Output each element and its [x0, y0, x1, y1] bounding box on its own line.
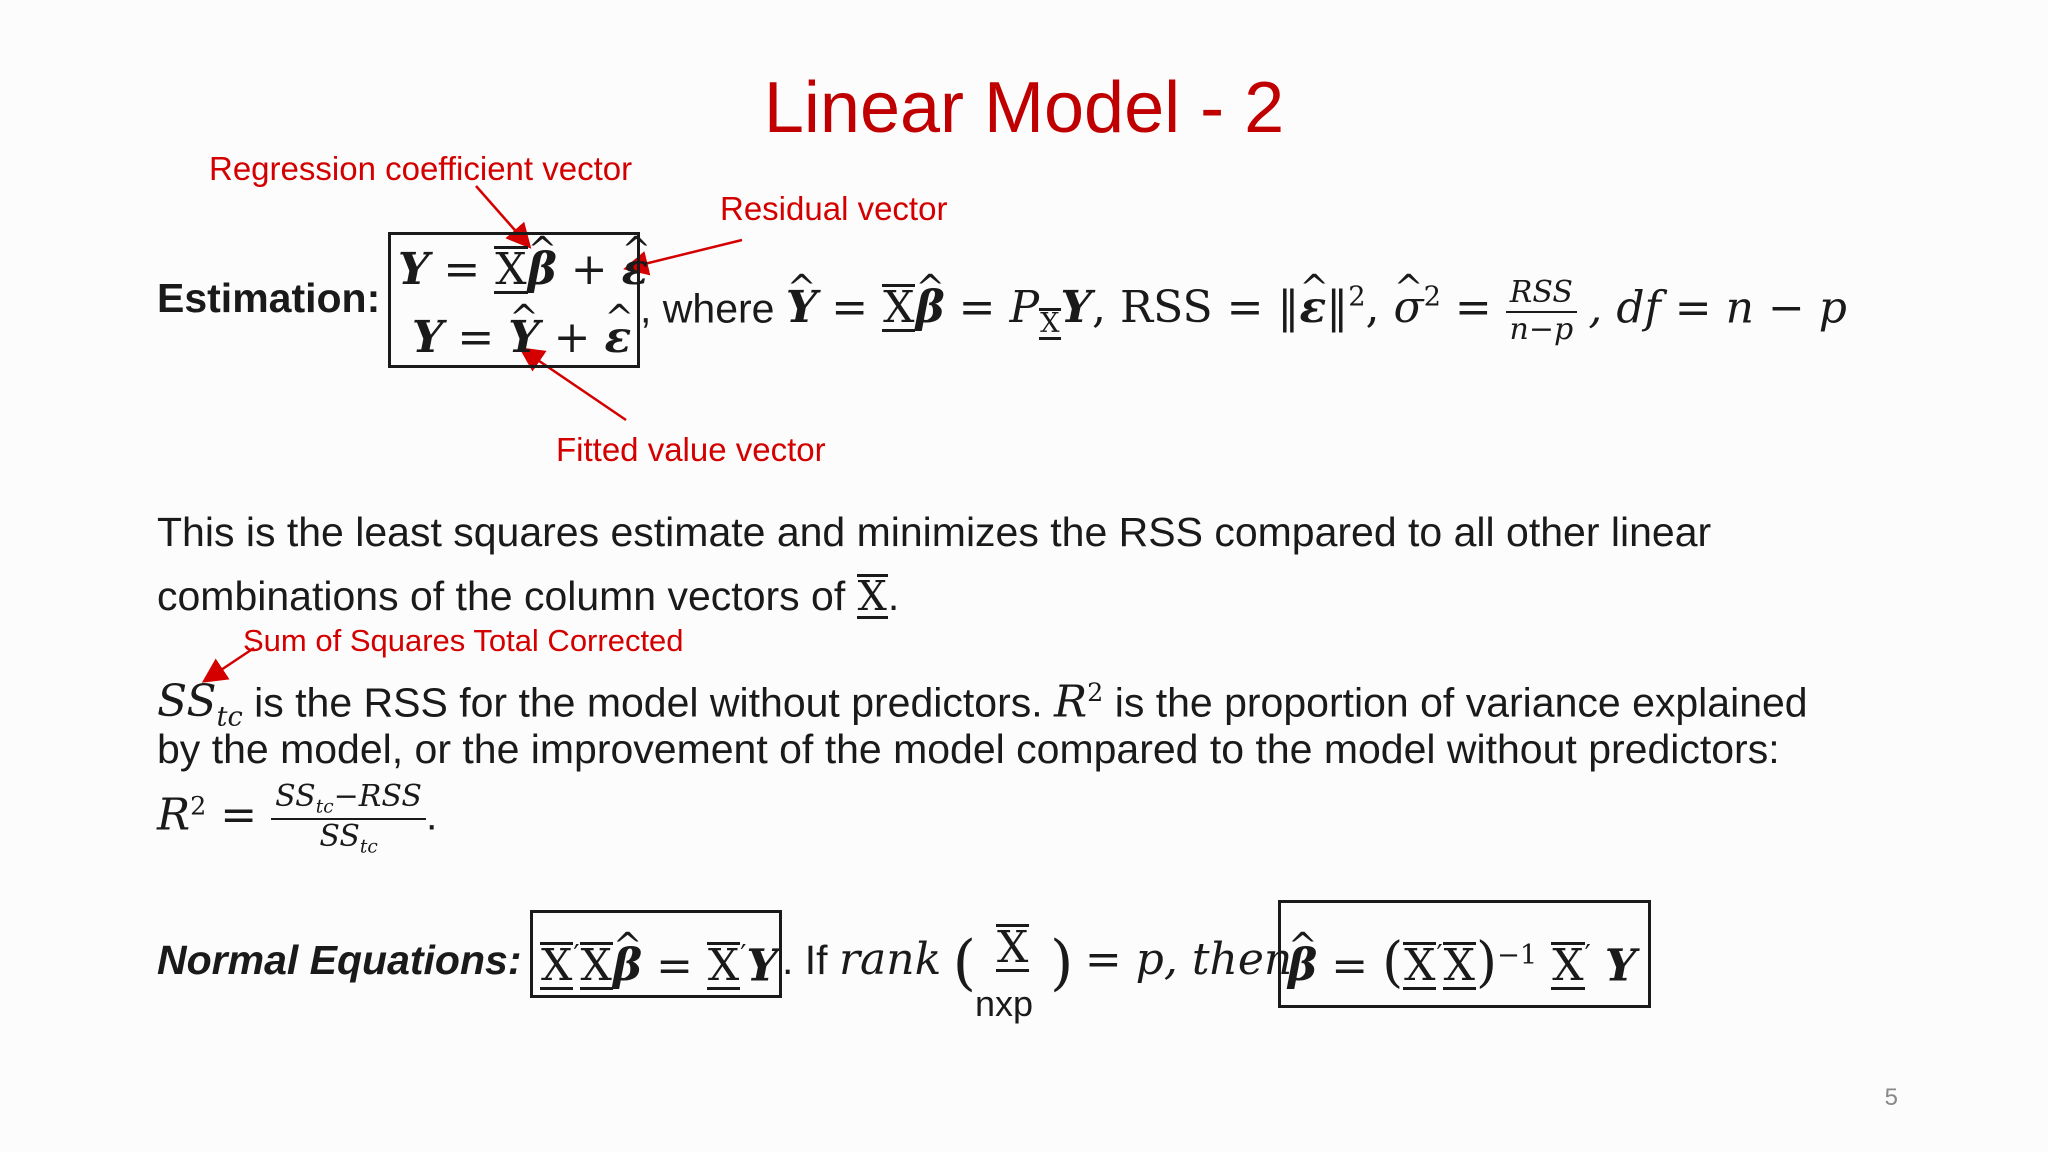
rank-then: ) = p, then: [1050, 928, 1293, 999]
where-text: , where: [640, 285, 775, 332]
annotation-regression-coefficient: Regression coefficient vector: [209, 150, 633, 187]
normal-equations-box: [530, 910, 782, 998]
r2-den-ss: SS: [319, 818, 360, 854]
rank-text: rank: [838, 934, 942, 985]
r2-num-sub: tc: [315, 796, 334, 818]
estimation-label: Estimation:: [157, 275, 381, 321]
normal-equations-label: Normal Equations:: [157, 937, 522, 983]
then-text: = p, then: [1084, 934, 1293, 985]
r2-num-rest: −RSS: [333, 779, 422, 814]
estimation-eq-1: Y = Xβ + ε: [398, 227, 648, 294]
df-text: , df = n − p: [1588, 282, 1847, 334]
page-number: 5: [1884, 1084, 1898, 1111]
sigma-fraction-num: RSS: [1505, 276, 1577, 313]
arrow-sum-of-squares: [201, 646, 255, 683]
r-squared-fraction: SStc−RSS SStc: [271, 779, 426, 858]
paragraph2-line1-text: is the RSS for the model without predict…: [242, 679, 1055, 726]
normal-equations-eq: X′Xβ = X′Y: [540, 923, 778, 991]
paragraph1-line2: combinations of the column vectors of X.: [157, 572, 900, 620]
paragraph1-line2-text: combinations of the column vectors of: [157, 573, 846, 619]
r2-num-ss: SS: [275, 779, 316, 814]
rank-condition: . If rank (: [782, 928, 977, 999]
annotation-fitted-value: Fitted value vector: [556, 431, 826, 468]
paragraph2-line1-end: is the proportion of variance explained: [1103, 679, 1808, 726]
rank-matrix: X: [996, 922, 1030, 973]
if-text: . If: [782, 937, 828, 983]
paragraph2-line1: SStc is the RSS for the model without pr…: [157, 676, 1808, 733]
sigma-fraction: RSS n−p: [1505, 276, 1577, 347]
beta-solution-eq: β = (X′X)−1 X′ Y: [1288, 923, 1636, 991]
annotation-sum-of-squares: Sum of Squares Total Corrected: [243, 623, 684, 658]
sigma-fraction-den: n−p: [1509, 311, 1574, 347]
r2-den-sub: tc: [359, 836, 378, 858]
beta-solution-box: [1278, 900, 1651, 1008]
rss-label: RSS: [1119, 282, 1213, 334]
paragraph2-line2: by the model, or the improvement of the …: [157, 726, 1780, 772]
slide-title: Linear Model - 2: [763, 68, 1285, 148]
estimation-where: , where Y = Xβ = PXY, RSS = ‖ε‖2, σ2 = R…: [640, 265, 1847, 348]
paragraph1-line1: This is the least squares estimate and m…: [157, 509, 1712, 555]
rank-size-label: nxp: [975, 983, 1034, 1024]
arrow-fitted-value: [518, 347, 627, 422]
estimation-box: [388, 232, 640, 368]
estimation-eq-2: Y = Y + ε: [412, 295, 631, 362]
r-squared-formula: R2 = SStc−RSS SStc .: [157, 779, 438, 858]
annotation-residual: Residual vector: [720, 190, 948, 227]
arrow-regression-coefficient: [475, 185, 532, 249]
